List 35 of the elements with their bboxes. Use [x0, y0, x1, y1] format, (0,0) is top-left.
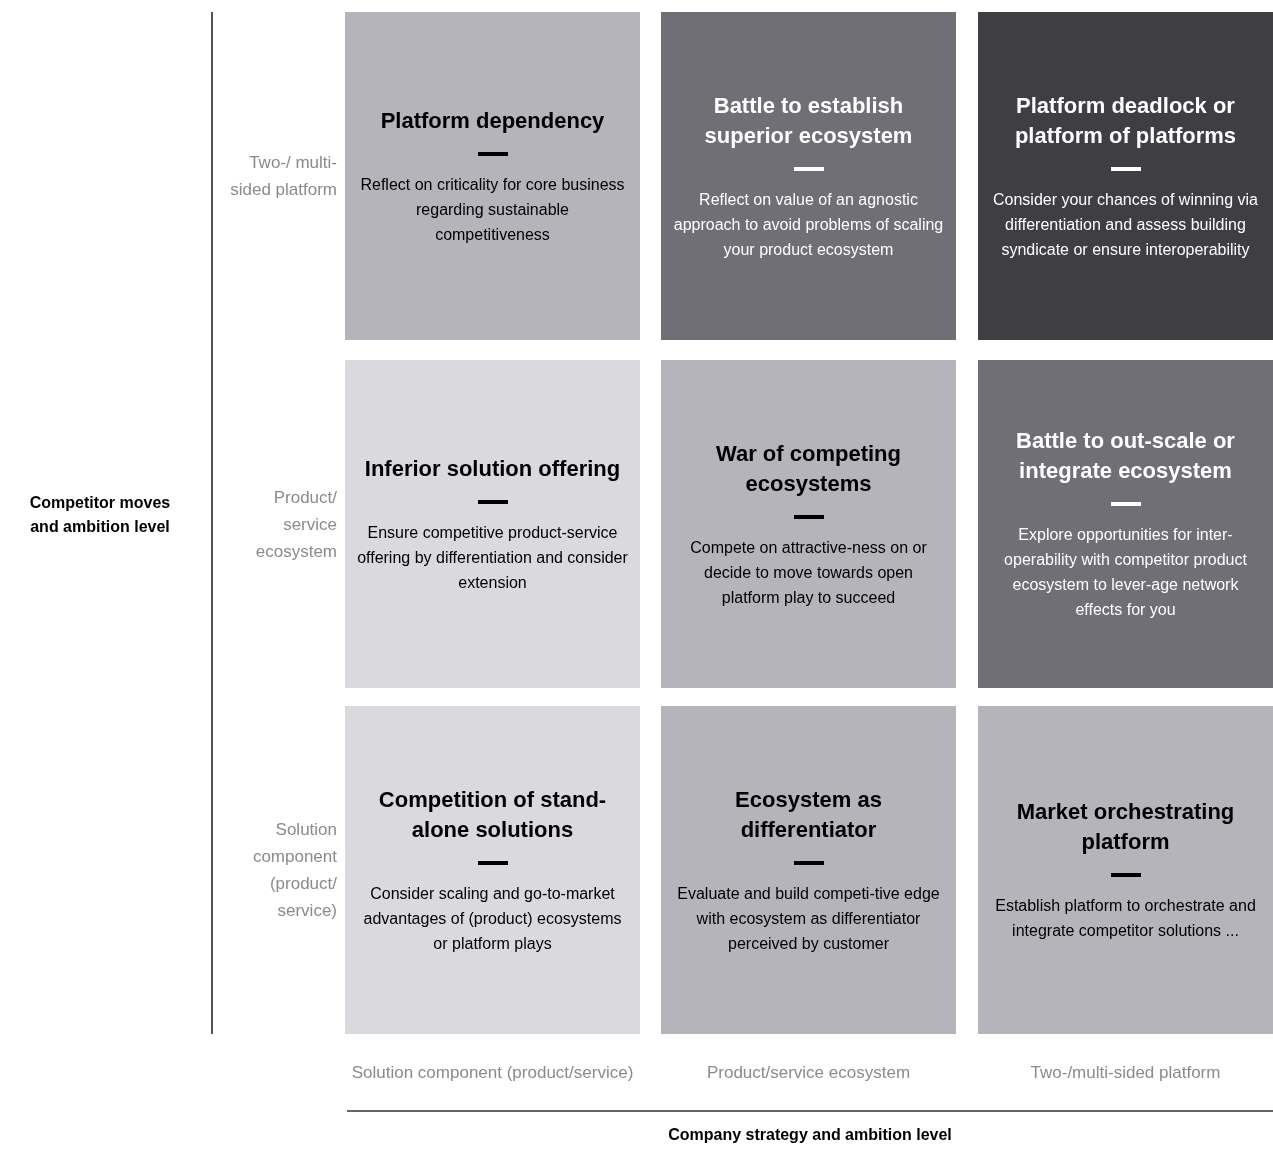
- row-label: Solution component (product/ service): [251, 819, 337, 922]
- matrix-cell: [345, 360, 640, 688]
- row-label: Product/ service ecosystem: [254, 486, 337, 563]
- matrix-cell: [978, 706, 1273, 1034]
- cell-title: Battle to establish superior ecosystem: [703, 91, 914, 150]
- cell-description: Consider your chances of winning via differentiation and assess building syndicate or ensure interoperability: [992, 189, 1259, 260]
- cell-description: Explore opportunities for inter-operability with competitor product ecosystem to lever-age network effects for you: [1003, 525, 1248, 620]
- matrix-cell: [345, 706, 640, 1034]
- column-label: Product/service ecosystem: [706, 1061, 911, 1084]
- axis-title: Company strategy and ambition level: [668, 1125, 952, 1145]
- cell-title: Platform deadlock or platform of platforms: [1013, 91, 1238, 150]
- cell-description: Compete on attractive-ness on or decide to move towards open platform play to succeed: [689, 537, 928, 608]
- column-label: Solution component (product/service): [351, 1061, 634, 1084]
- cell-title: Market orchestrating platform: [1015, 798, 1236, 856]
- column-label: Two-/multi-sided platform: [1030, 1061, 1221, 1084]
- cell-title: Competition of stand-alone solutions: [377, 785, 608, 844]
- cell-title: Inferior solution offering: [364, 454, 621, 483]
- cell-description: Ensure competitive product-service offering by differentiation and consider extension: [357, 522, 628, 593]
- matrix-cell: [661, 706, 956, 1034]
- matrix-cell: [978, 12, 1273, 340]
- matrix-cell: [345, 12, 640, 340]
- cell-title: Platform dependency: [380, 106, 605, 135]
- cell-description: Consider scaling and go-to-market advantages of (product) ecosystems or platform plays: [362, 883, 623, 954]
- cell-title: Battle to out-scale or integrate ecosystem: [1015, 427, 1236, 485]
- cell-title: Ecosystem as differentiator: [734, 785, 883, 844]
- matrix-cell: [661, 12, 956, 340]
- matrix-cell: [661, 360, 956, 688]
- row-label: Two-/ multi-sided platform: [229, 152, 337, 201]
- axis-title: Competitor moves and ambition level: [28, 493, 172, 537]
- cell-title: War of competing ecosystems: [715, 439, 902, 498]
- cell-description: Evaluate and build competi-tive edge with ecosystem as differentiator perceived by customer: [676, 883, 941, 954]
- matrix-cell: [978, 360, 1273, 688]
- cell-description: Reflect on criticality for core business regarding sustainable competitiveness: [359, 174, 626, 245]
- cell-description: Establish platform to orchestrate and integrate competitor solutions ...: [994, 896, 1257, 941]
- cell-description: Reflect on value of an agnostic approach to avoid problems of scaling your product ecosystem: [673, 189, 944, 260]
